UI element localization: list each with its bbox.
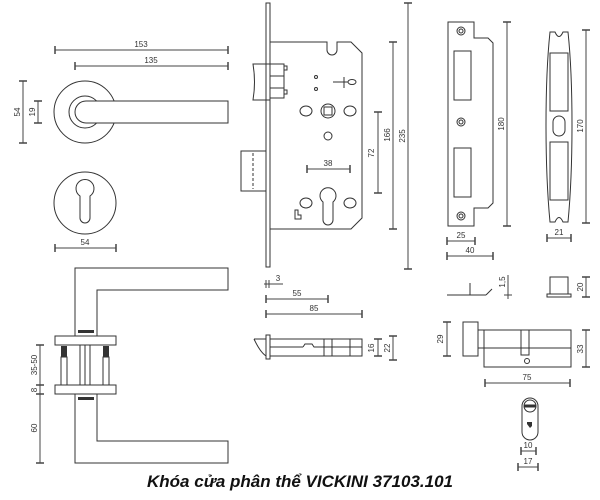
dim-60: 60 xyxy=(30,423,39,432)
upper-lever xyxy=(74,267,229,336)
dim-35-50: 35-50 xyxy=(30,354,39,375)
dim-135: 135 xyxy=(144,56,158,65)
dim-153: 153 xyxy=(134,40,148,49)
strike-plate-side-view xyxy=(447,283,493,296)
dim-72: 72 xyxy=(367,148,376,157)
dim-54-escutcheon: 54 xyxy=(81,238,90,247)
lever-handle-top-view xyxy=(53,80,229,144)
dim-1-5: 1,5 xyxy=(498,276,507,288)
dim-54-rose: 54 xyxy=(13,107,22,116)
deadbolt xyxy=(240,150,267,192)
escutcheon xyxy=(53,171,117,235)
dim-75: 75 xyxy=(523,373,532,382)
keyhole-icon xyxy=(75,179,95,224)
key-symbol-icon xyxy=(333,77,357,88)
dim-85: 85 xyxy=(310,304,319,313)
cam xyxy=(520,329,530,356)
upper-rose xyxy=(54,335,117,346)
dim-180: 180 xyxy=(497,117,506,131)
key-logo-icon xyxy=(527,422,532,428)
strike-plate xyxy=(447,21,494,227)
product-caption: Khóa cửa phân thể VICKINI 37103.101 xyxy=(147,472,453,491)
dim-16: 16 xyxy=(367,343,376,352)
dim-38: 38 xyxy=(324,159,333,168)
latch-bolt xyxy=(252,63,271,101)
lower-rose xyxy=(54,384,117,395)
faceplate xyxy=(265,2,271,268)
dim-22: 22 xyxy=(383,343,392,352)
dim-170: 170 xyxy=(576,119,585,133)
screw-right-thread xyxy=(103,346,109,357)
lower-lever xyxy=(74,394,229,464)
box-keep xyxy=(545,31,573,223)
dim-40: 40 xyxy=(466,246,475,255)
dim-55: 55 xyxy=(293,289,302,298)
spindle-hub xyxy=(320,103,336,119)
box-keep-side-view xyxy=(546,276,572,298)
dim-17: 17 xyxy=(524,457,533,466)
dim-20: 20 xyxy=(576,282,585,291)
thumb-turn-knob xyxy=(462,321,479,357)
dim-21: 21 xyxy=(555,228,564,237)
dim-25: 25 xyxy=(457,231,466,240)
latch-side-view xyxy=(253,334,363,360)
dim-10: 10 xyxy=(524,441,533,450)
dim-29: 29 xyxy=(436,334,445,343)
screw-left-thread xyxy=(61,346,67,357)
dim-33: 33 xyxy=(576,344,585,353)
dim-235: 235 xyxy=(398,129,407,143)
lever-arm xyxy=(74,100,229,124)
dim-3: 3 xyxy=(276,274,281,283)
dim-19: 19 xyxy=(28,107,37,116)
lock-case xyxy=(269,41,363,230)
handle-side-view xyxy=(54,267,229,464)
cylinder-hole xyxy=(319,187,337,226)
cylinder-front-view xyxy=(521,397,539,441)
euro-cylinder xyxy=(462,321,572,368)
mortise-lock-body xyxy=(240,2,363,268)
dim-166: 166 xyxy=(383,128,392,142)
dim-8: 8 xyxy=(30,387,39,392)
